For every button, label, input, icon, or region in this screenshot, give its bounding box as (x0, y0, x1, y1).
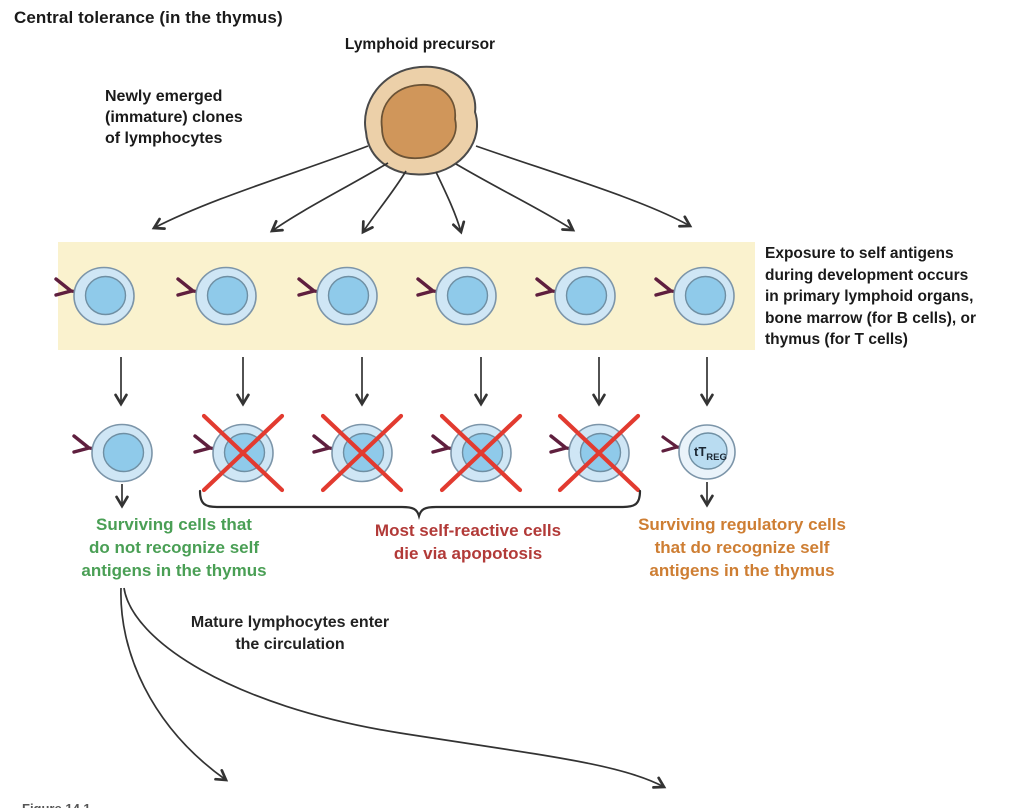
selection-outcome-row: tTREG (72, 416, 736, 490)
fan-arrow (435, 171, 466, 235)
fan-arrow (475, 145, 693, 228)
selection-arrows (114, 357, 714, 407)
surviving-lymphocyte-cell (72, 422, 154, 484)
figure-caption: Figure 14.1 (22, 801, 91, 808)
surviving-nonself-label: Surviving cells that do not recognize se… (81, 515, 267, 580)
surviving-regulatory-label: Surviving regulatory cells that do recog… (638, 515, 846, 580)
apoptotic-cell (431, 416, 520, 490)
treg-cell: tTREG (661, 424, 736, 480)
fan-arrow (455, 163, 576, 232)
circulation-arrow-right (123, 587, 667, 789)
exposure-annotation: Exposure to self antigens during develop… (765, 245, 977, 348)
page-title: Central tolerance (in the thymus) (14, 8, 283, 27)
circulation-arrow-left (120, 587, 229, 782)
apoptotic-cell (549, 416, 638, 490)
mature-circulation-label: Mature lymphocytes enter the circulation (190, 614, 390, 653)
apoptotic-cell (312, 416, 401, 490)
lymphoid-precursor-cell (364, 65, 478, 176)
newly-emerged-label: Newly emerged (immature) clones of lymph… (105, 88, 243, 147)
apoptotic-cell (193, 416, 282, 490)
fan-arrow (361, 170, 407, 235)
clone-fan-arrows (151, 145, 693, 235)
apoptosis-brace (198, 489, 642, 520)
fan-arrow (269, 162, 389, 233)
self-antigen-exposure-band (58, 242, 755, 350)
apoptosis-label: Most self-reactive cells die via apopoto… (374, 521, 562, 563)
treg-label: tTREG (694, 444, 727, 463)
lymphoid-precursor-label: Lymphoid precursor (344, 36, 496, 53)
fan-arrow (151, 145, 369, 231)
